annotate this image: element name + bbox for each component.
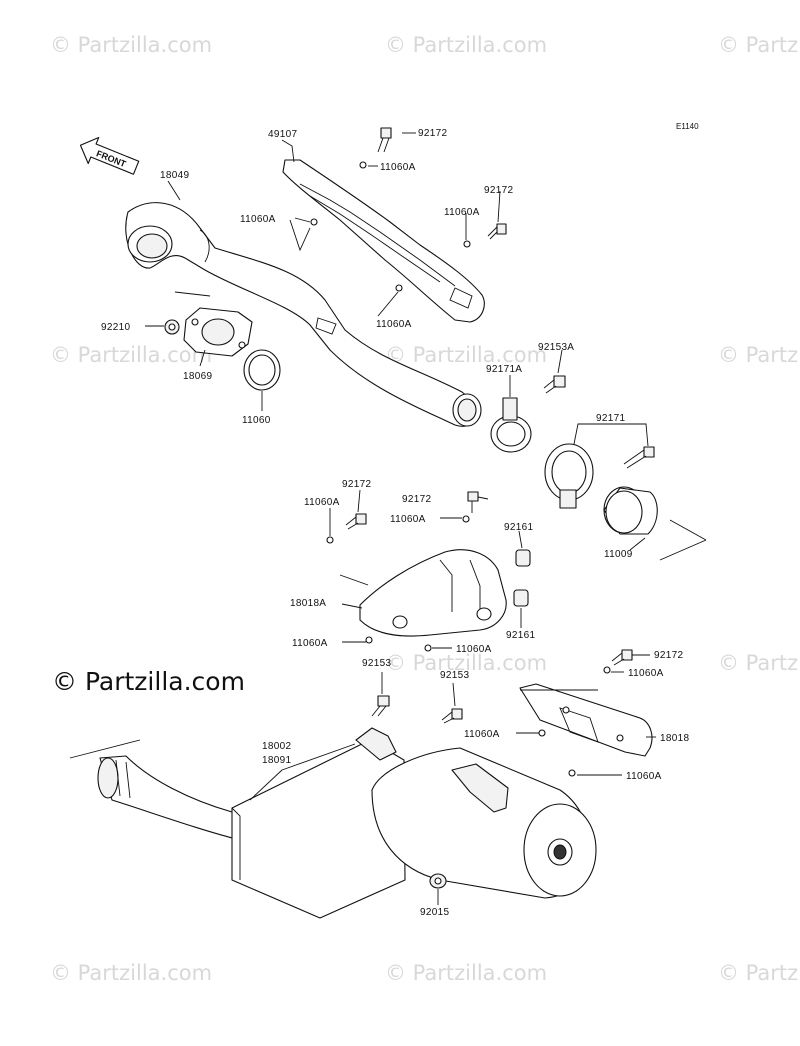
label-11060[interactable]: 11060 (242, 415, 271, 426)
grommet-92161-b (513, 589, 529, 607)
front-arrow-icon: FRONT (79, 136, 140, 175)
watermark: © Partzilla.com (718, 33, 800, 57)
label-11060a[interactable]: 11060A (304, 497, 340, 508)
bolt-92171-screw (623, 446, 655, 469)
washer-11060a-e (326, 536, 334, 544)
label-11060a[interactable]: 11060A (456, 644, 492, 655)
muffler-18002 (97, 727, 597, 919)
label-18069[interactable]: 18069 (183, 371, 212, 382)
sleeve-11009 (603, 486, 658, 535)
washer-11060a-d (395, 284, 403, 292)
label-92172[interactable]: 92172 (402, 494, 431, 505)
bolt-92172-d (467, 491, 479, 513)
bolt-92153a (543, 375, 566, 394)
label-11060a[interactable]: 11060A (390, 514, 426, 525)
label-92153a[interactable]: 92153A (538, 342, 574, 353)
label-92171[interactable]: 92171 (596, 413, 625, 424)
grommet-92161-a (515, 549, 531, 567)
washer-11060a-k (568, 769, 576, 777)
label-11060a[interactable]: 11060A (380, 162, 416, 173)
washer-11060a-j (538, 729, 546, 737)
bolt-92172-e (611, 649, 633, 666)
bolt-92153-a (371, 695, 390, 717)
bolt-92172-b (487, 223, 507, 240)
label-92153[interactable]: 92153 (362, 658, 391, 669)
label-18018[interactable]: 18018 (660, 733, 689, 744)
clamp-92171 (544, 443, 594, 509)
label-11009[interactable]: 11009 (604, 549, 633, 560)
watermark: © Partzilla.com (385, 961, 547, 985)
washer-11060a-b (463, 240, 471, 248)
label-92153[interactable]: 92153 (440, 670, 469, 681)
nut-92210 (164, 319, 180, 335)
label-11060a[interactable]: 11060A (626, 771, 662, 782)
watermark: © Partzilla.com (50, 343, 212, 367)
label-11060a[interactable]: 11060A (376, 319, 412, 330)
watermark: © Partzilla.com (50, 33, 212, 57)
label-92172[interactable]: 92172 (418, 128, 447, 139)
label-11060a[interactable]: 11060A (240, 214, 276, 225)
label-92171a[interactable]: 92171A (486, 364, 522, 375)
label-18002[interactable]: 18002 (262, 741, 291, 752)
clamp-92171a (490, 397, 532, 453)
label-92161[interactable]: 92161 (506, 630, 535, 641)
label-92210[interactable]: 92210 (101, 322, 130, 333)
washer-11060a-a (359, 161, 367, 169)
gasket-11060 (243, 349, 281, 391)
washer-11060a-g (365, 636, 373, 644)
diagram-ref-code: E1140 (676, 122, 699, 131)
washer-11060a-i (603, 666, 611, 674)
header-pipe-18049 (125, 202, 482, 427)
watermark: © Partzilla.com (718, 651, 800, 675)
label-11060a[interactable]: 11060A (464, 729, 500, 740)
watermark: © Partzilla.com (718, 343, 800, 367)
heat-shield-18018 (519, 683, 653, 757)
label-49107[interactable]: 49107 (268, 129, 297, 140)
partzilla-watermark: © Partzilla.com (52, 667, 245, 696)
label-92172[interactable]: 92172 (484, 185, 513, 196)
label-92172[interactable]: 92172 (342, 479, 371, 490)
label-11060a[interactable]: 11060A (444, 207, 480, 218)
label-11060a[interactable]: 11060A (292, 638, 328, 649)
heat-shield-18018a (359, 549, 507, 637)
part-labels: 49107 92172 11060A 18049 92172 11060A 11… (101, 128, 689, 918)
flange-18069 (183, 307, 253, 357)
label-18091[interactable]: 18091 (262, 755, 291, 766)
washer-11060a-c (310, 218, 318, 226)
watermark-group: © Partzilla.com © Partzilla.com © Partzi… (50, 33, 800, 985)
watermark: © Partzilla.com (385, 343, 547, 367)
watermark: © Partzilla.com (385, 651, 547, 675)
label-11060a[interactable]: 11060A (628, 668, 664, 679)
watermark: © Partzilla.com (718, 961, 800, 985)
watermark: © Partzilla.com (50, 961, 212, 985)
washer-11060a-f (462, 515, 470, 523)
bolt-92172-c (345, 513, 367, 530)
label-92015[interactable]: 92015 (420, 907, 449, 918)
label-92172[interactable]: 92172 (654, 650, 683, 661)
label-18049[interactable]: 18049 (160, 170, 189, 181)
leader-lines (69, 132, 707, 905)
watermark: © Partzilla.com (385, 33, 547, 57)
bolt-92153-b (441, 708, 463, 724)
washer-11060a-h (424, 644, 432, 652)
label-18018a[interactable]: 18018A (290, 598, 326, 609)
label-92161[interactable]: 92161 (504, 522, 533, 533)
heat-shield-49107 (282, 159, 485, 323)
bolt-92172-a (377, 127, 392, 153)
